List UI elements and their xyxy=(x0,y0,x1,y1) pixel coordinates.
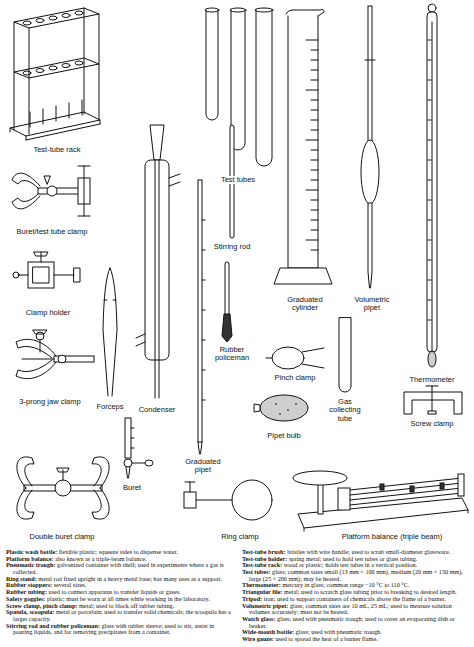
glossary-entry: Tripod: iron; used to support containers… xyxy=(242,596,468,603)
part-label: Graduated cylinder xyxy=(279,296,331,313)
part-label: Test-tube rack xyxy=(17,146,97,154)
glossary-entry: Rubber tubing: used to connect apparatus… xyxy=(6,589,232,596)
ring-clamp-drawing xyxy=(184,480,272,520)
glossary-entry: Test tubes: glass; common sizes small (1… xyxy=(242,569,468,582)
part-label: Screw clamp xyxy=(402,420,462,428)
part-label: Buret/test tube clamp xyxy=(2,228,102,236)
glossary-column: Test-tube brush: bristles with wire hand… xyxy=(242,549,468,643)
rubber-policeman-drawing xyxy=(222,262,232,342)
thermometer-drawing xyxy=(427,4,437,367)
buret-clamp-drawing xyxy=(12,166,90,216)
glossary-entry: Test-tube brush: bristles with wire hand… xyxy=(242,549,468,556)
part-label: Double buret clamp xyxy=(12,533,112,541)
part-label: Ring clamp xyxy=(208,533,272,541)
test-tube-rack-drawing xyxy=(10,8,100,140)
double-buret-clamp-drawing xyxy=(17,457,109,519)
part-label: Graduated pipet xyxy=(178,458,228,475)
part-label: Pipet bulb xyxy=(254,432,314,440)
buret-drawing xyxy=(124,418,153,478)
part-label: Platform balance (triple beam) xyxy=(317,533,467,541)
glossary-entry: Thermometer: mercury in glass; common ra… xyxy=(242,582,468,589)
glossary-entry: Pneumatic trough: galvanized container w… xyxy=(6,562,232,575)
glossary-entry: Watch glass: glass; used with pneumatic … xyxy=(242,616,468,629)
part-label: Test tubes xyxy=(208,176,268,184)
glossary-entry: Ring stand: metal rod fixed upright in a… xyxy=(6,576,232,583)
part-label: Clamp holder xyxy=(13,309,83,317)
clamp-holder-drawing xyxy=(13,252,80,288)
glossary-entry: Platform balance: also known as a triple… xyxy=(6,556,232,563)
condenser-drawing xyxy=(136,125,180,398)
part-label: Thermometer xyxy=(402,376,462,384)
part-label: Forceps xyxy=(90,403,130,411)
glossary-entry: Rubber stoppers: several sizes. xyxy=(6,582,232,589)
glossary-entry: Test-tube rack: wood or plastic; holds t… xyxy=(242,562,468,569)
graduated-pipet-drawing xyxy=(198,180,205,454)
glossary-entry: Spatula, scoopula: metal or porcelain; u… xyxy=(6,609,232,622)
screw-clamp-drawing xyxy=(404,386,462,414)
part-label: Rubber policeman xyxy=(209,346,255,363)
part-label: Buret xyxy=(112,484,152,492)
glossary-entry: Test-tube holder: spring metal; used to … xyxy=(242,556,468,563)
glossary-entry: Plastic wash bottle: flexible plastic; s… xyxy=(6,549,232,556)
pipet-bulb-drawing xyxy=(254,395,308,421)
volumetric-pipet-drawing xyxy=(361,6,379,288)
glossary-entry: Wire gauze: used to spread the heat of a… xyxy=(242,636,468,643)
part-label: Gas collecting tube xyxy=(325,398,365,423)
glossary-entry: Stirring rod and rubber policeman: glass… xyxy=(6,623,232,636)
test-tubes-drawing xyxy=(205,8,273,166)
glossary-entry: Screw clamp, pinch clamp: metal; used to… xyxy=(6,603,232,610)
part-label: Condenser xyxy=(132,406,182,414)
glossary-entry: Triangular file: metal; used to scratch … xyxy=(242,589,468,596)
graduated-cylinder-drawing xyxy=(274,9,332,284)
forceps-drawing xyxy=(103,268,117,396)
glossary-column: Plastic wash bottle: flexible plastic; s… xyxy=(6,549,232,636)
part-label: Stirring rod xyxy=(212,243,252,251)
platform-balance-drawing xyxy=(293,471,468,531)
part-label: Volumetric pipet xyxy=(346,296,398,313)
part-label: Pinch clamp xyxy=(265,374,325,382)
glossary-entry: Wide-mouth bottle: glass; used with pneu… xyxy=(242,629,468,636)
jaw-clamp-drawing xyxy=(16,330,94,379)
pinch-clamp-drawing xyxy=(266,347,324,369)
part-label: 3-prong jaw clamp xyxy=(5,398,95,406)
gas-tube-drawing xyxy=(339,318,351,392)
glossary-entry: Volumetric pipet: glass; common sizes ar… xyxy=(242,603,468,616)
glossary-entry: Safety goggles: plastic; must be worn at… xyxy=(6,596,232,603)
